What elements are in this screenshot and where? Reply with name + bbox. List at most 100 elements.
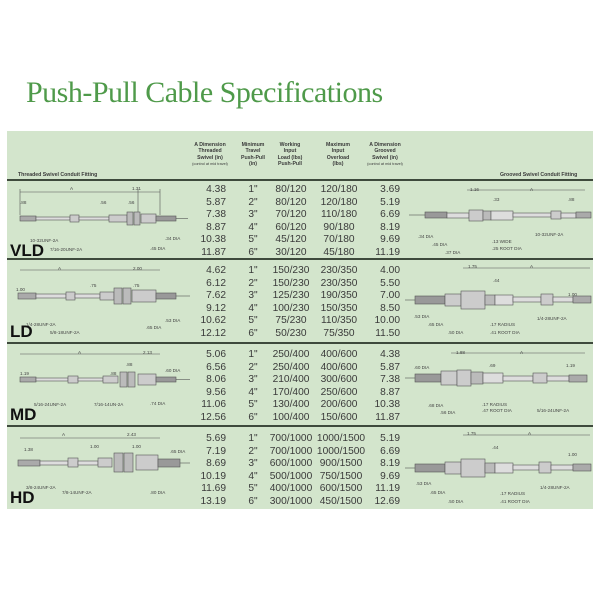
dim-label: 1.38	[24, 447, 33, 452]
dim-label: 1/4-28UNF-2A	[537, 316, 567, 321]
dim-label: .60 DIA	[414, 365, 430, 370]
divider	[7, 342, 593, 344]
dim-label: A	[530, 187, 534, 192]
series-label-vld: VLD	[10, 241, 44, 260]
dim-label: A	[62, 432, 66, 437]
dim-label: .88	[568, 197, 575, 202]
dim-label: .65 DIA	[170, 449, 186, 454]
dim-label: .34 DIA	[165, 236, 181, 241]
dim-label: .74 DIA	[150, 401, 166, 406]
dim-label: .75	[90, 283, 97, 288]
dim-label: 2.43	[127, 432, 136, 437]
dim-label: .17 RADIUS	[500, 491, 526, 496]
dim-label: 1.19	[566, 363, 575, 368]
dim-label: A	[530, 264, 534, 269]
dim-label: .44	[493, 278, 500, 283]
dim-label: 1.00	[132, 444, 141, 449]
dim-label: .41 ROOT DIA	[500, 499, 530, 504]
dim-label: 7/16-14UN-2A	[94, 402, 124, 407]
dim-label: 1/4-28UNF-2A	[26, 322, 56, 327]
dim-label: .25 ROOT DIA	[492, 246, 522, 251]
dim-label: .17 RADIUS	[490, 322, 516, 327]
dim-label: 1/4-28UNF-2A	[540, 485, 570, 490]
dim-label: 1.75	[468, 264, 477, 269]
dim-label: A	[528, 431, 532, 436]
dim-label: A	[70, 186, 74, 191]
spec-table-panel	[7, 131, 593, 509]
dim-label: 2.00	[133, 266, 142, 271]
dim-label: 1.75	[467, 431, 476, 436]
md-grooved-fitting-diagram	[405, 352, 588, 387]
page-title: Push-Pull Cable Specifications	[26, 76, 383, 109]
series-label-hd: HD	[10, 488, 35, 507]
series-label-md: MD	[10, 405, 37, 424]
dim-label: .50 DIA	[448, 330, 464, 335]
divider	[7, 179, 593, 181]
dim-label: .44	[492, 445, 499, 450]
dim-label: 2.13	[143, 350, 152, 355]
dim-label: .60 DIA	[165, 368, 181, 373]
dim-label: .65 DIA	[430, 490, 446, 495]
hd-grooved-fitting-diagram	[405, 434, 592, 478]
dim-label: .69	[489, 363, 496, 368]
dim-label: A	[58, 266, 62, 271]
dim-label: .53 DIA	[414, 314, 430, 319]
dim-label: .65 DIA	[428, 322, 444, 327]
dim-label: .41 ROOT DIA	[490, 330, 520, 335]
divider	[7, 425, 593, 427]
md-col-travel: 1"2"3"4"5"6"	[248, 349, 258, 423]
dim-label: 3/8-24UNF-2A	[26, 485, 56, 490]
ld-grooved-fitting-diagram	[405, 267, 592, 310]
dim-label: .17 RADIUS	[482, 402, 508, 407]
dim-label: A	[78, 350, 82, 355]
dim-label: 1.31	[132, 186, 141, 191]
dim-label: 1.88	[456, 350, 465, 355]
dim-label: .45 DIA	[432, 242, 448, 247]
dim-label: 7/8-14UNF-2A	[62, 490, 92, 495]
dim-label: 1.00	[568, 292, 577, 297]
dim-label: .45 DIA	[150, 246, 166, 251]
dim-label: .68 DIA	[428, 403, 444, 408]
dim-label: 1.00	[568, 452, 577, 457]
dim-label: 1.19	[20, 371, 29, 376]
dim-label: .88	[126, 362, 133, 367]
dim-label: 10-32UNF-2A	[30, 238, 59, 243]
hd-threaded-fitting-diagram	[17, 437, 190, 473]
dim-label: 10-32UNF-2A	[535, 232, 564, 237]
dim-label: .75	[133, 283, 140, 288]
md-threaded-fitting-diagram	[19, 353, 190, 388]
dim-label: 1.16	[470, 187, 479, 192]
dim-label: .50 DIA	[448, 499, 464, 504]
dim-label: .34 DIA	[418, 234, 434, 239]
dim-label: .13 WIDE	[492, 239, 512, 244]
ld-col-travel: 1"2"3"4"5"6"	[248, 265, 258, 339]
dim-label: A	[520, 350, 524, 355]
dim-label: .56	[100, 200, 107, 205]
dim-label: 7/16-20UNF-2A	[50, 247, 83, 252]
dim-label: .53 DIA	[165, 318, 181, 323]
dim-label: 1.00	[90, 444, 99, 449]
dim-label: .56 DIA	[440, 410, 456, 415]
dim-label: 5/16-24UNF-2A	[34, 402, 67, 407]
dim-label: .88	[20, 200, 27, 205]
dim-label: .47 ROOT DIA	[482, 408, 512, 413]
dim-label: .53 DIA	[416, 481, 432, 486]
dim-label: 1.00	[16, 287, 25, 292]
dim-label: .33	[493, 197, 500, 202]
